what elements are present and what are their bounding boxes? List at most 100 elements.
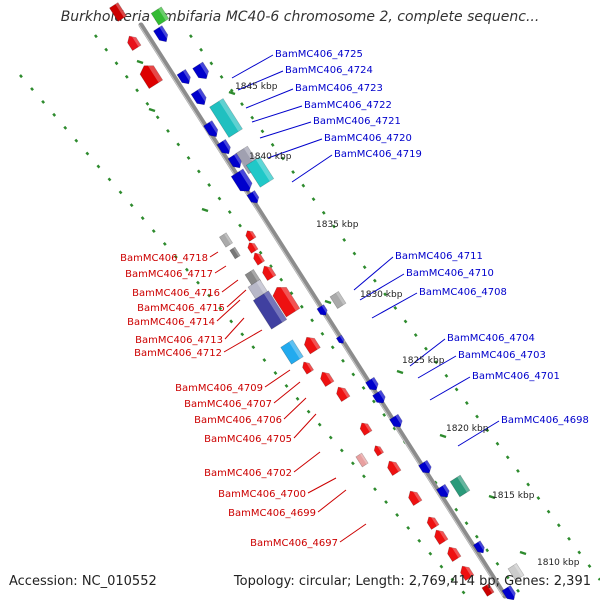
leader-line bbox=[457, 420, 500, 447]
scale-tick bbox=[488, 494, 496, 500]
gene-label-plus: BamMC406_4704 bbox=[447, 333, 535, 344]
leader-line bbox=[409, 338, 446, 367]
leader-line bbox=[371, 292, 418, 319]
scale-dotted-line bbox=[189, 34, 600, 581]
gene-block bbox=[373, 443, 385, 457]
gene-block bbox=[355, 452, 369, 468]
gene-label-plus: BamMC406_4710 bbox=[406, 268, 494, 279]
scale-label: 1830 kbp bbox=[360, 290, 403, 300]
gene-label-plus: BamMC406_4701 bbox=[472, 371, 560, 382]
gene-label-minus: BamMC406_4714 bbox=[127, 317, 215, 328]
scale-tick bbox=[519, 550, 527, 556]
gene-block bbox=[481, 583, 495, 597]
gene-label-minus: BamMC406_4705 bbox=[204, 434, 292, 445]
gene-block bbox=[336, 384, 351, 403]
scale-label: 1825 kbp bbox=[402, 356, 445, 366]
accession-text: Accession: NC_010552 bbox=[9, 574, 157, 589]
gene-label-plus: BamMC406_4711 bbox=[395, 251, 483, 262]
gene-block bbox=[246, 190, 262, 204]
scale-label: 1820 kbp bbox=[446, 424, 489, 434]
gene-label-minus: BamMC406_4699 bbox=[228, 508, 316, 519]
gene-block bbox=[247, 240, 259, 254]
gene-block bbox=[447, 544, 462, 563]
scale-label: 1810 kbp bbox=[537, 558, 580, 568]
leader-line bbox=[216, 299, 241, 322]
gene-block bbox=[190, 87, 209, 106]
gene-label-minus: BamMC406_4700 bbox=[218, 489, 306, 500]
gene-block bbox=[216, 138, 233, 155]
leader-line bbox=[417, 355, 457, 379]
gene-block bbox=[372, 389, 388, 404]
gene-label-plus: BamMC406_4722 bbox=[304, 100, 392, 111]
gene-block bbox=[449, 474, 471, 498]
topology-text: Topology: circular; Length: 2,769,414 bp… bbox=[233, 574, 591, 589]
leader-line bbox=[267, 138, 323, 159]
gene-block bbox=[302, 359, 315, 375]
gene-label-minus: BamMC406_4713 bbox=[135, 335, 223, 346]
scale-label: 1840 kbp bbox=[249, 152, 292, 162]
map-title: Burkholderia ambifaria MC40-6 chromosome… bbox=[60, 9, 540, 25]
gene-block bbox=[436, 483, 452, 498]
scale-tick bbox=[324, 299, 332, 305]
leader-line bbox=[293, 413, 317, 439]
gene-block bbox=[192, 61, 212, 80]
scale-tick bbox=[396, 369, 404, 375]
gene-block bbox=[245, 228, 257, 242]
gene-features bbox=[109, 2, 525, 600]
gene-block bbox=[501, 584, 518, 600]
gene-label-plus: BamMC406_4698 bbox=[501, 415, 589, 426]
gene-block bbox=[472, 540, 487, 554]
scale-tick bbox=[201, 207, 209, 213]
scale-tick bbox=[148, 107, 156, 113]
gene-block bbox=[245, 156, 275, 188]
leader-line bbox=[259, 121, 312, 139]
leader-line bbox=[291, 154, 333, 183]
leader-line bbox=[339, 523, 367, 543]
leader-line bbox=[209, 251, 219, 258]
leader-line bbox=[231, 54, 274, 79]
leader-line bbox=[226, 289, 247, 308]
scale-tick bbox=[228, 90, 236, 96]
gene-block bbox=[209, 98, 243, 138]
leader-line bbox=[245, 88, 294, 109]
label-leaders bbox=[209, 54, 500, 543]
leader-line bbox=[359, 273, 405, 301]
gene-label-minus: BamMC406_4707 bbox=[184, 399, 272, 410]
gene-label-plus: BamMC406_4723 bbox=[295, 83, 383, 94]
gene-block bbox=[507, 562, 525, 582]
gene-block bbox=[303, 334, 321, 355]
scale-label: 1835 kbp bbox=[316, 220, 359, 230]
leader-line bbox=[353, 256, 394, 291]
gene-label-minus: BamMC406_4715 bbox=[137, 303, 225, 314]
gene-block bbox=[109, 2, 127, 22]
leader-line bbox=[221, 279, 239, 293]
leader-line bbox=[251, 105, 303, 123]
leader-line bbox=[214, 265, 227, 274]
gene-block bbox=[218, 232, 234, 248]
leader-line bbox=[224, 317, 245, 340]
gene-label-minus: BamMC406_4706 bbox=[194, 415, 282, 426]
gene-block bbox=[203, 120, 221, 138]
gene-block bbox=[460, 563, 475, 582]
gene-block bbox=[176, 68, 193, 85]
gene-block bbox=[387, 458, 402, 477]
gene-block bbox=[227, 152, 244, 169]
gene-block bbox=[153, 25, 171, 43]
gene-block bbox=[329, 290, 347, 310]
gene-label-minus: BamMC406_4712 bbox=[134, 348, 222, 359]
leader-line bbox=[223, 329, 263, 353]
gene-block bbox=[253, 250, 266, 266]
gene-label-minus: BamMC406_4702 bbox=[204, 468, 292, 479]
gene-block bbox=[320, 369, 335, 388]
gene-block bbox=[335, 334, 346, 344]
gene-label-minus: BamMC406_4718 bbox=[120, 253, 208, 264]
gene-label-plus: BamMC406_4719 bbox=[334, 149, 422, 160]
leader-line bbox=[293, 451, 321, 473]
gene-block bbox=[434, 527, 449, 546]
gene-label-plus: BamMC406_4720 bbox=[324, 133, 412, 144]
gene-block bbox=[229, 246, 241, 260]
gene-label-plus: BamMC406_4721 bbox=[313, 116, 401, 127]
leader-line bbox=[237, 70, 284, 91]
gene-label-minus: BamMC406_4716 bbox=[132, 288, 220, 299]
